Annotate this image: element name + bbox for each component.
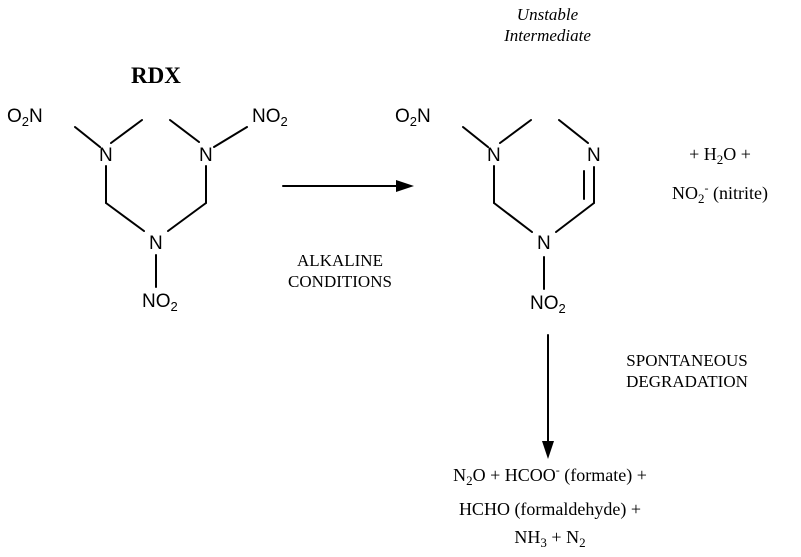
arrowhead-2 <box>542 441 554 459</box>
spontaneous-degradation-line1: SPONTANEOUS <box>626 351 748 370</box>
rdx-bond-n2-no2 <box>213 126 248 148</box>
int-bond-n1-c <box>499 119 532 144</box>
rdx-nitro-group-left: O2N <box>7 106 43 129</box>
alkaline-conditions-line2: CONDITIONS <box>288 272 392 291</box>
byproducts-line1: + H2O + <box>689 144 751 167</box>
alkaline-conditions-line1: ALKALINE <box>297 251 383 270</box>
rdx-nitro-group-bottom: NO2 <box>142 291 178 314</box>
products-line1: N2O + HCOO- (formate) + <box>453 463 647 488</box>
int-nitrogen-3: N <box>537 233 551 254</box>
arrowhead-1 <box>396 180 414 192</box>
int-nitrogen-imine: N <box>587 145 601 166</box>
int-bond-n3-c <box>493 202 533 233</box>
rdx-nitrogen-2: N <box>199 145 213 166</box>
byproducts-label: + H2O + NO2- (nitrite) <box>640 140 800 213</box>
int-nitro-group-bottom: NO2 <box>530 293 566 316</box>
rdx-bond-n3-c <box>105 202 145 232</box>
reaction-diagram: RDX Unstable Intermediate O2N NO2 N N N … <box>7 4 800 550</box>
rdx-title: RDX <box>131 63 181 88</box>
alkaline-conditions-label: ALKALINE CONDITIONS <box>265 250 415 292</box>
int-bond-n1-no2 <box>462 126 489 148</box>
degradation-products: N2O + HCOO- (formate) + HCHO (formaldehy… <box>420 456 680 557</box>
products-line3: NH3 + N2 <box>514 527 586 550</box>
intermediate-caption-line1: Unstable <box>516 5 579 24</box>
int-nitro-group-left: O2N <box>395 106 431 129</box>
spontaneous-degradation-line2: DEGRADATION <box>626 372 748 391</box>
intermediate-caption: Unstable Intermediate <box>480 4 615 46</box>
rdx-bond-c-n3 <box>167 202 207 232</box>
int-bond-c-n <box>558 119 589 144</box>
int-bond-ch-n3 <box>555 202 595 233</box>
spontaneous-degradation-label: SPONTANEOUS DEGRADATION <box>592 350 782 392</box>
rdx-bond-n1-no2 <box>74 126 101 148</box>
rdx-nitrogen-3: N <box>149 233 163 254</box>
rdx-nitrogen-1: N <box>99 145 113 166</box>
rdx-bond-c-n2 <box>169 119 200 143</box>
bond-drawing <box>74 119 595 459</box>
rdx-nitro-group-right: NO2 <box>252 106 288 129</box>
intermediate-caption-line2: Intermediate <box>504 26 591 45</box>
rdx-bond-n1-c <box>110 119 143 144</box>
products-line2: HCHO (formaldehyde) + <box>458 499 642 519</box>
int-nitrogen-1: N <box>487 145 501 166</box>
byproducts-line2: NO2- (nitrite) <box>672 181 768 206</box>
